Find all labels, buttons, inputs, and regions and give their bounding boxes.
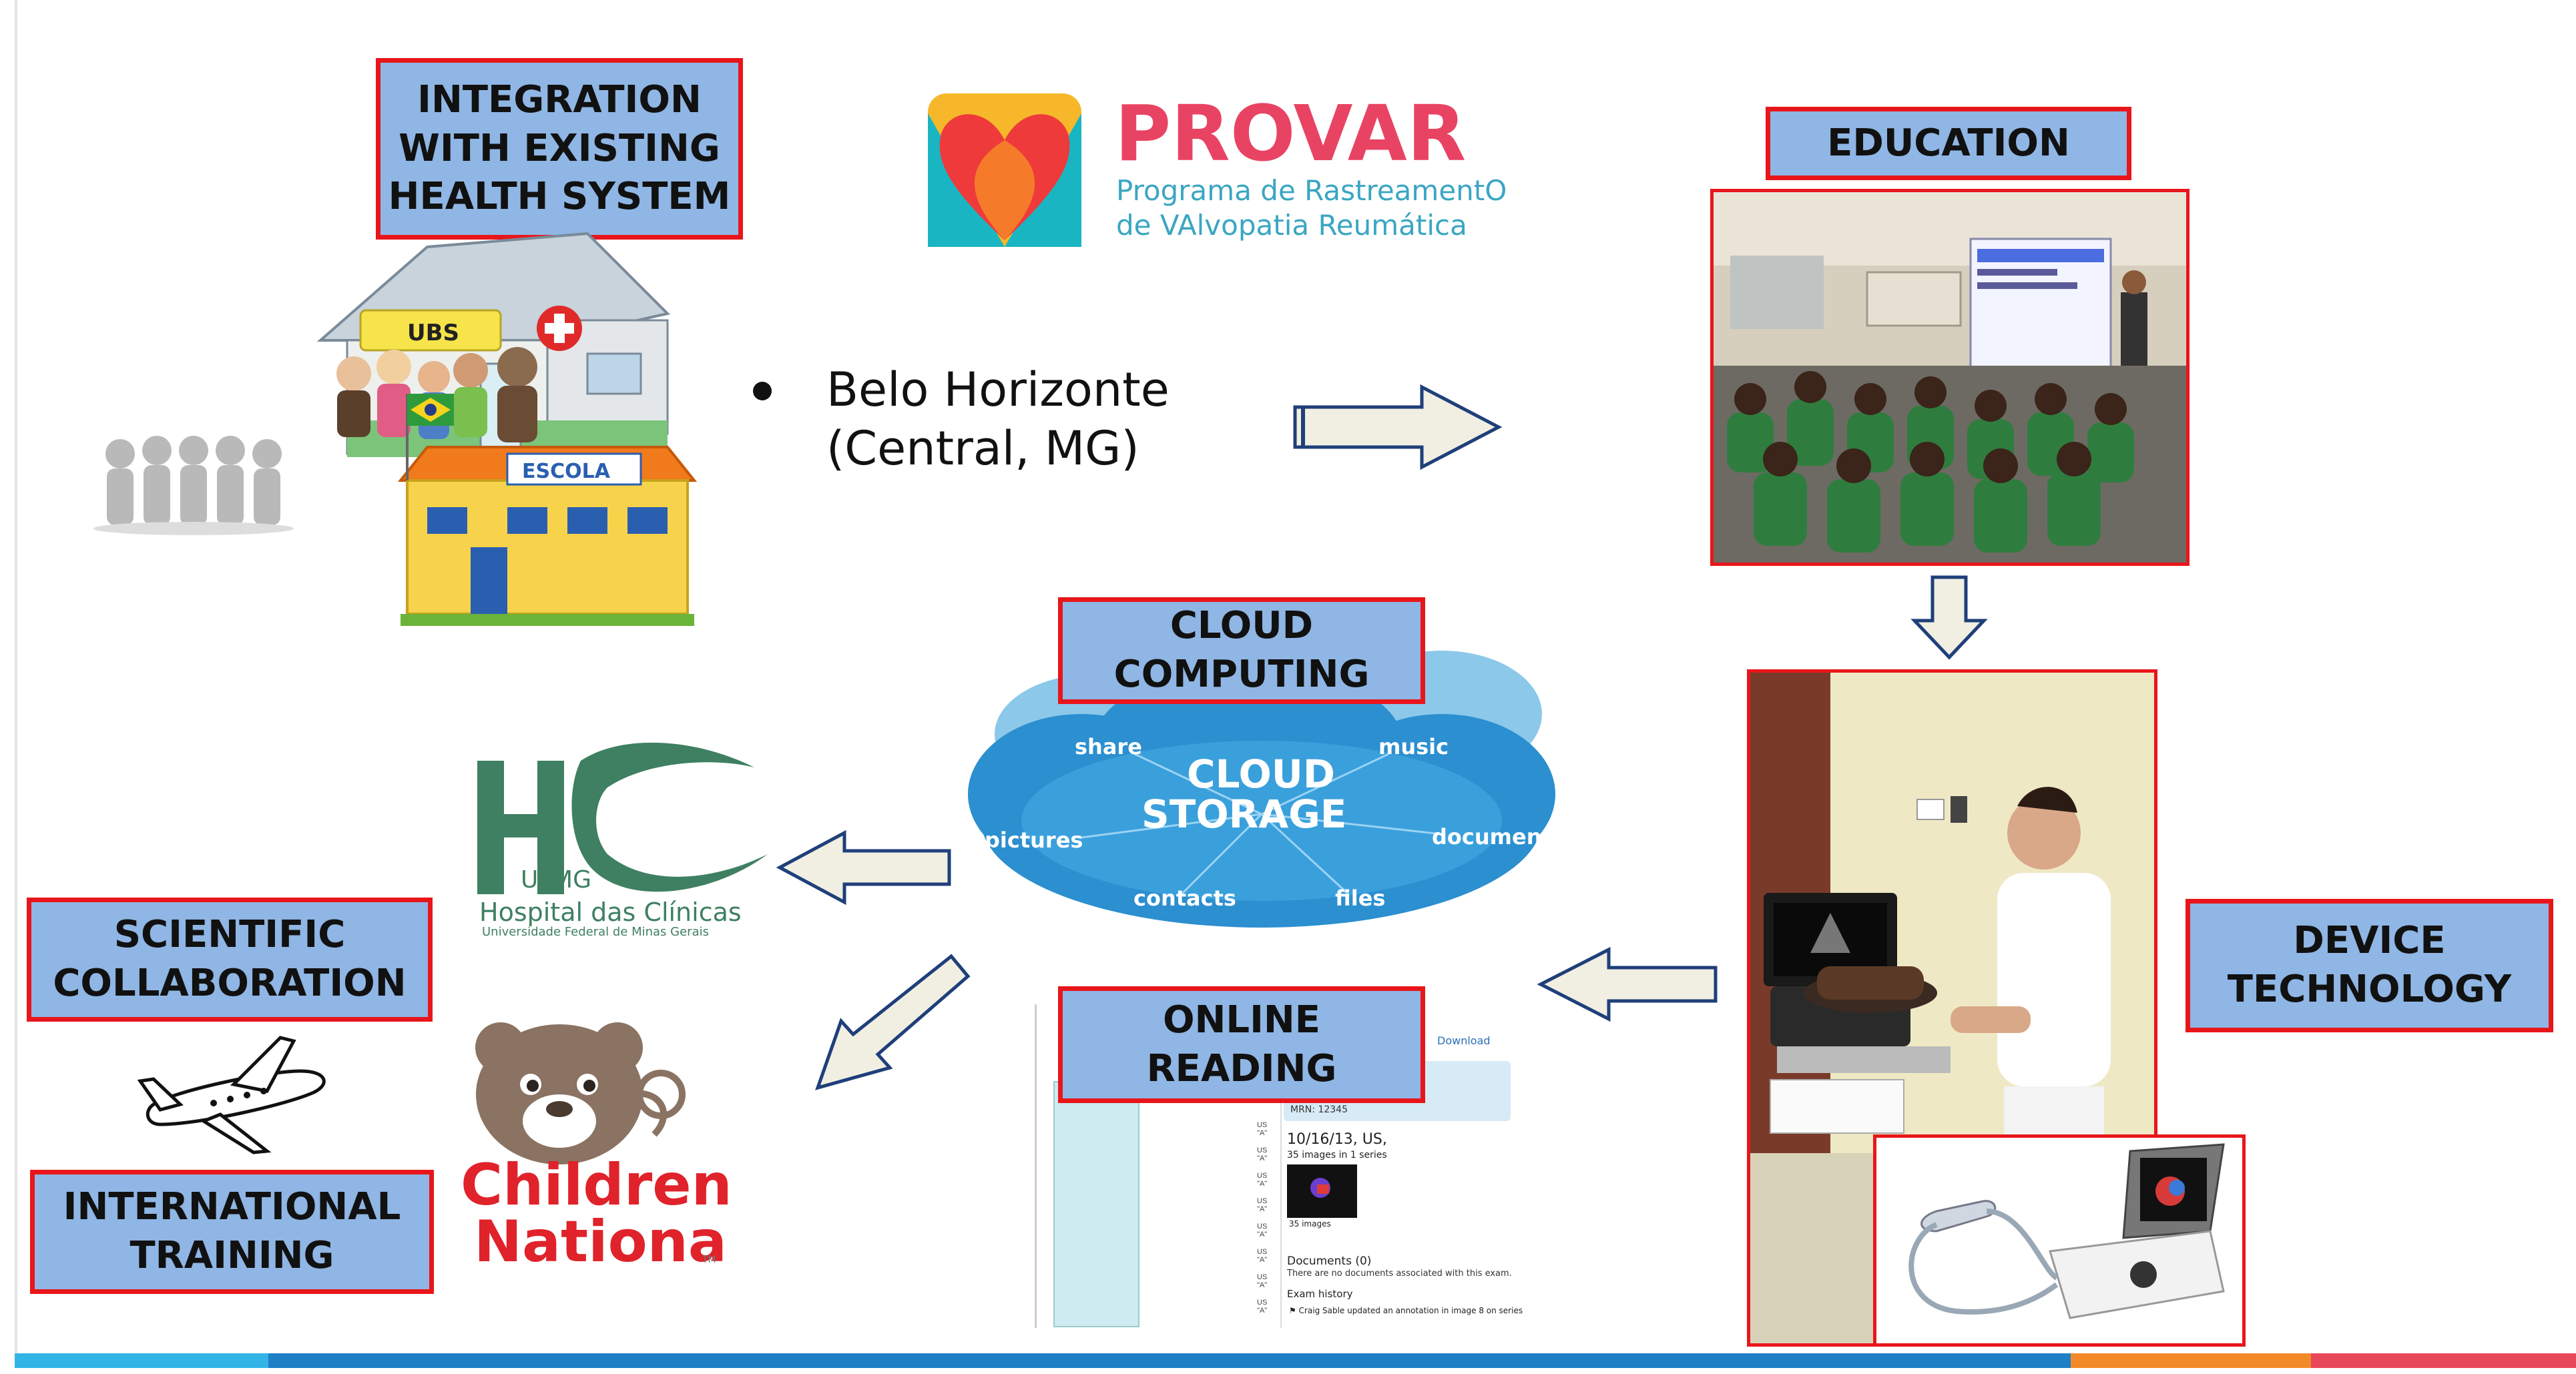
screen-row[interactable]: US"A" (1257, 1146, 1268, 1162)
hc-ufmg-text: UFMG (521, 866, 591, 894)
screen-row[interactable]: US"A" (1257, 1172, 1268, 1188)
screen-row[interactable]: US"A" (1257, 1299, 1268, 1315)
screen-history-entry: ⚑ Craig Sable updated an annotation in i… (1289, 1306, 1523, 1315)
online-reading-text: ONLINE READING (1146, 998, 1337, 1090)
escola-building-icon: ESCOLA (397, 394, 698, 626)
screen-divider (1280, 1078, 1282, 1328)
device-technology-label: DEVICE TECHNOLOGY (2185, 899, 2553, 1032)
international-text: INTERNATIONAL TRAINING (63, 1185, 401, 1277)
screen-row[interactable]: US"A" (1257, 1273, 1268, 1289)
health-system-illustration: UBS ESCOLA (93, 232, 698, 626)
cloud-word-documents: documents (1432, 824, 1562, 849)
arrow-left-device (1537, 946, 1718, 1022)
hc-line2: Universidade Federal de Minas Gerais (482, 925, 709, 939)
location-line1: Belo Horizonte (826, 362, 1170, 417)
education-photo (1710, 189, 2189, 566)
childrens-line1: Children's (461, 1152, 728, 1219)
screen-row[interactable]: US"A" (1257, 1223, 1268, 1239)
arrow-down-education (1910, 575, 1988, 660)
screen-history-entry-text: Craig Sable updated an annotation in ima… (1298, 1306, 1523, 1315)
cloud-word-share: share (1075, 734, 1142, 759)
bottom-stripe (15, 1353, 2576, 1368)
location-bullet (753, 382, 772, 400)
education-text: EDUCATION (1827, 121, 2070, 165)
screen-row[interactable]: US"A" (1257, 1248, 1268, 1264)
scientific-text: SCIENTIFIC COLLABORATION (53, 913, 407, 1005)
portable-ultrasound-icon (1908, 1143, 2225, 1319)
online-reading-label: ONLINE READING (1058, 986, 1425, 1103)
international-label: INTERNATIONAL TRAINING (30, 1170, 434, 1294)
classroom-image (1714, 192, 2186, 563)
cloud-title-1: CLOUD (1187, 751, 1335, 797)
cloud-computing-label: CLOUD COMPUTING (1058, 597, 1425, 704)
education-label: EDUCATION (1766, 107, 2131, 180)
cloud-word-contacts: contacts (1133, 886, 1236, 911)
screen-download-link[interactable]: Download (1437, 1034, 1491, 1047)
bottom-stripe-cyan (15, 1353, 268, 1368)
screen-sidebar (1053, 1081, 1139, 1327)
bear-icon (475, 1022, 686, 1164)
hc-ufmg-logo: UFMG Hospital das Clínicas Universidade … (477, 742, 768, 939)
scientific-label: SCIENTIFIC COLLABORATION (27, 898, 433, 1022)
screen-study: 10/16/13, US, (1287, 1131, 1387, 1148)
screen-row[interactable]: US"A" (1257, 1121, 1268, 1137)
arrow-right-top (1293, 384, 1503, 470)
screen-id: MRN: 12345 (1290, 1104, 1348, 1115)
integration-text: INTEGRATION WITH EXISTING HEALTH SYSTEM (388, 77, 731, 219)
cloud-word-files: files (1335, 886, 1385, 911)
bottom-stripe-red (2311, 1353, 2576, 1368)
cloud-connector-lines (1081, 753, 1443, 896)
escola-sign: ESCOLA (522, 460, 611, 483)
provar-heart-icon (928, 93, 1081, 247)
screen-thumb-label: 35 images (1289, 1219, 1331, 1229)
bottom-stripe-blue (268, 1353, 2071, 1368)
screen-thumbnail[interactable] (1287, 1164, 1357, 1218)
arrow-left-cloud (776, 829, 951, 906)
screen-history: Exam history (1287, 1288, 1353, 1300)
provar-name: PROVAR (1115, 89, 1466, 179)
ubs-building-icon: UBS (316, 232, 670, 458)
provar-logo: PROVAR Programa de RastreamentO de VAlvo… (928, 89, 1507, 247)
childrens-tm: TM (702, 1255, 716, 1265)
bottom-stripe-orange (2071, 1353, 2311, 1368)
location-text: Belo Horizonte (Central, MG) (826, 360, 1170, 478)
left-border (15, 0, 17, 1355)
screen-no-docs: There are no documents associated with t… (1287, 1269, 1512, 1279)
cloud-word-music: music (1378, 734, 1449, 759)
childrens-national-logo: Children's National TM (461, 1022, 728, 1275)
airplane-icon (137, 1036, 326, 1154)
screen-images: 35 images in 1 series (1287, 1150, 1387, 1160)
integration-label: INTEGRATION WITH EXISTING HEALTH SYSTEM (376, 58, 743, 240)
grey-figures-icon (93, 436, 294, 535)
device-technology-text: DEVICE TECHNOLOGY (2227, 919, 2512, 1011)
screen-row[interactable]: US"A" (1257, 1197, 1268, 1213)
location-line2: (Central, MG) (826, 421, 1139, 476)
screen-documents: Documents (0) (1287, 1255, 1372, 1268)
arrow-diag-down-left (815, 954, 971, 1090)
cloud-title-2: STORAGE (1141, 791, 1346, 837)
provar-line1: Programa de RastreamentO (1116, 174, 1507, 207)
provar-line2: de VAlvopatia Reumática (1116, 209, 1467, 242)
ubs-sign: UBS (407, 320, 459, 346)
handheld-device-photo (1873, 1134, 2246, 1347)
cloud-word-pictures: pictures (985, 827, 1083, 853)
childrens-line2: National (474, 1209, 728, 1275)
hc-line1: Hospital das Clínicas (479, 898, 742, 927)
cloud-computing-text: CLOUD COMPUTING (1113, 604, 1370, 696)
